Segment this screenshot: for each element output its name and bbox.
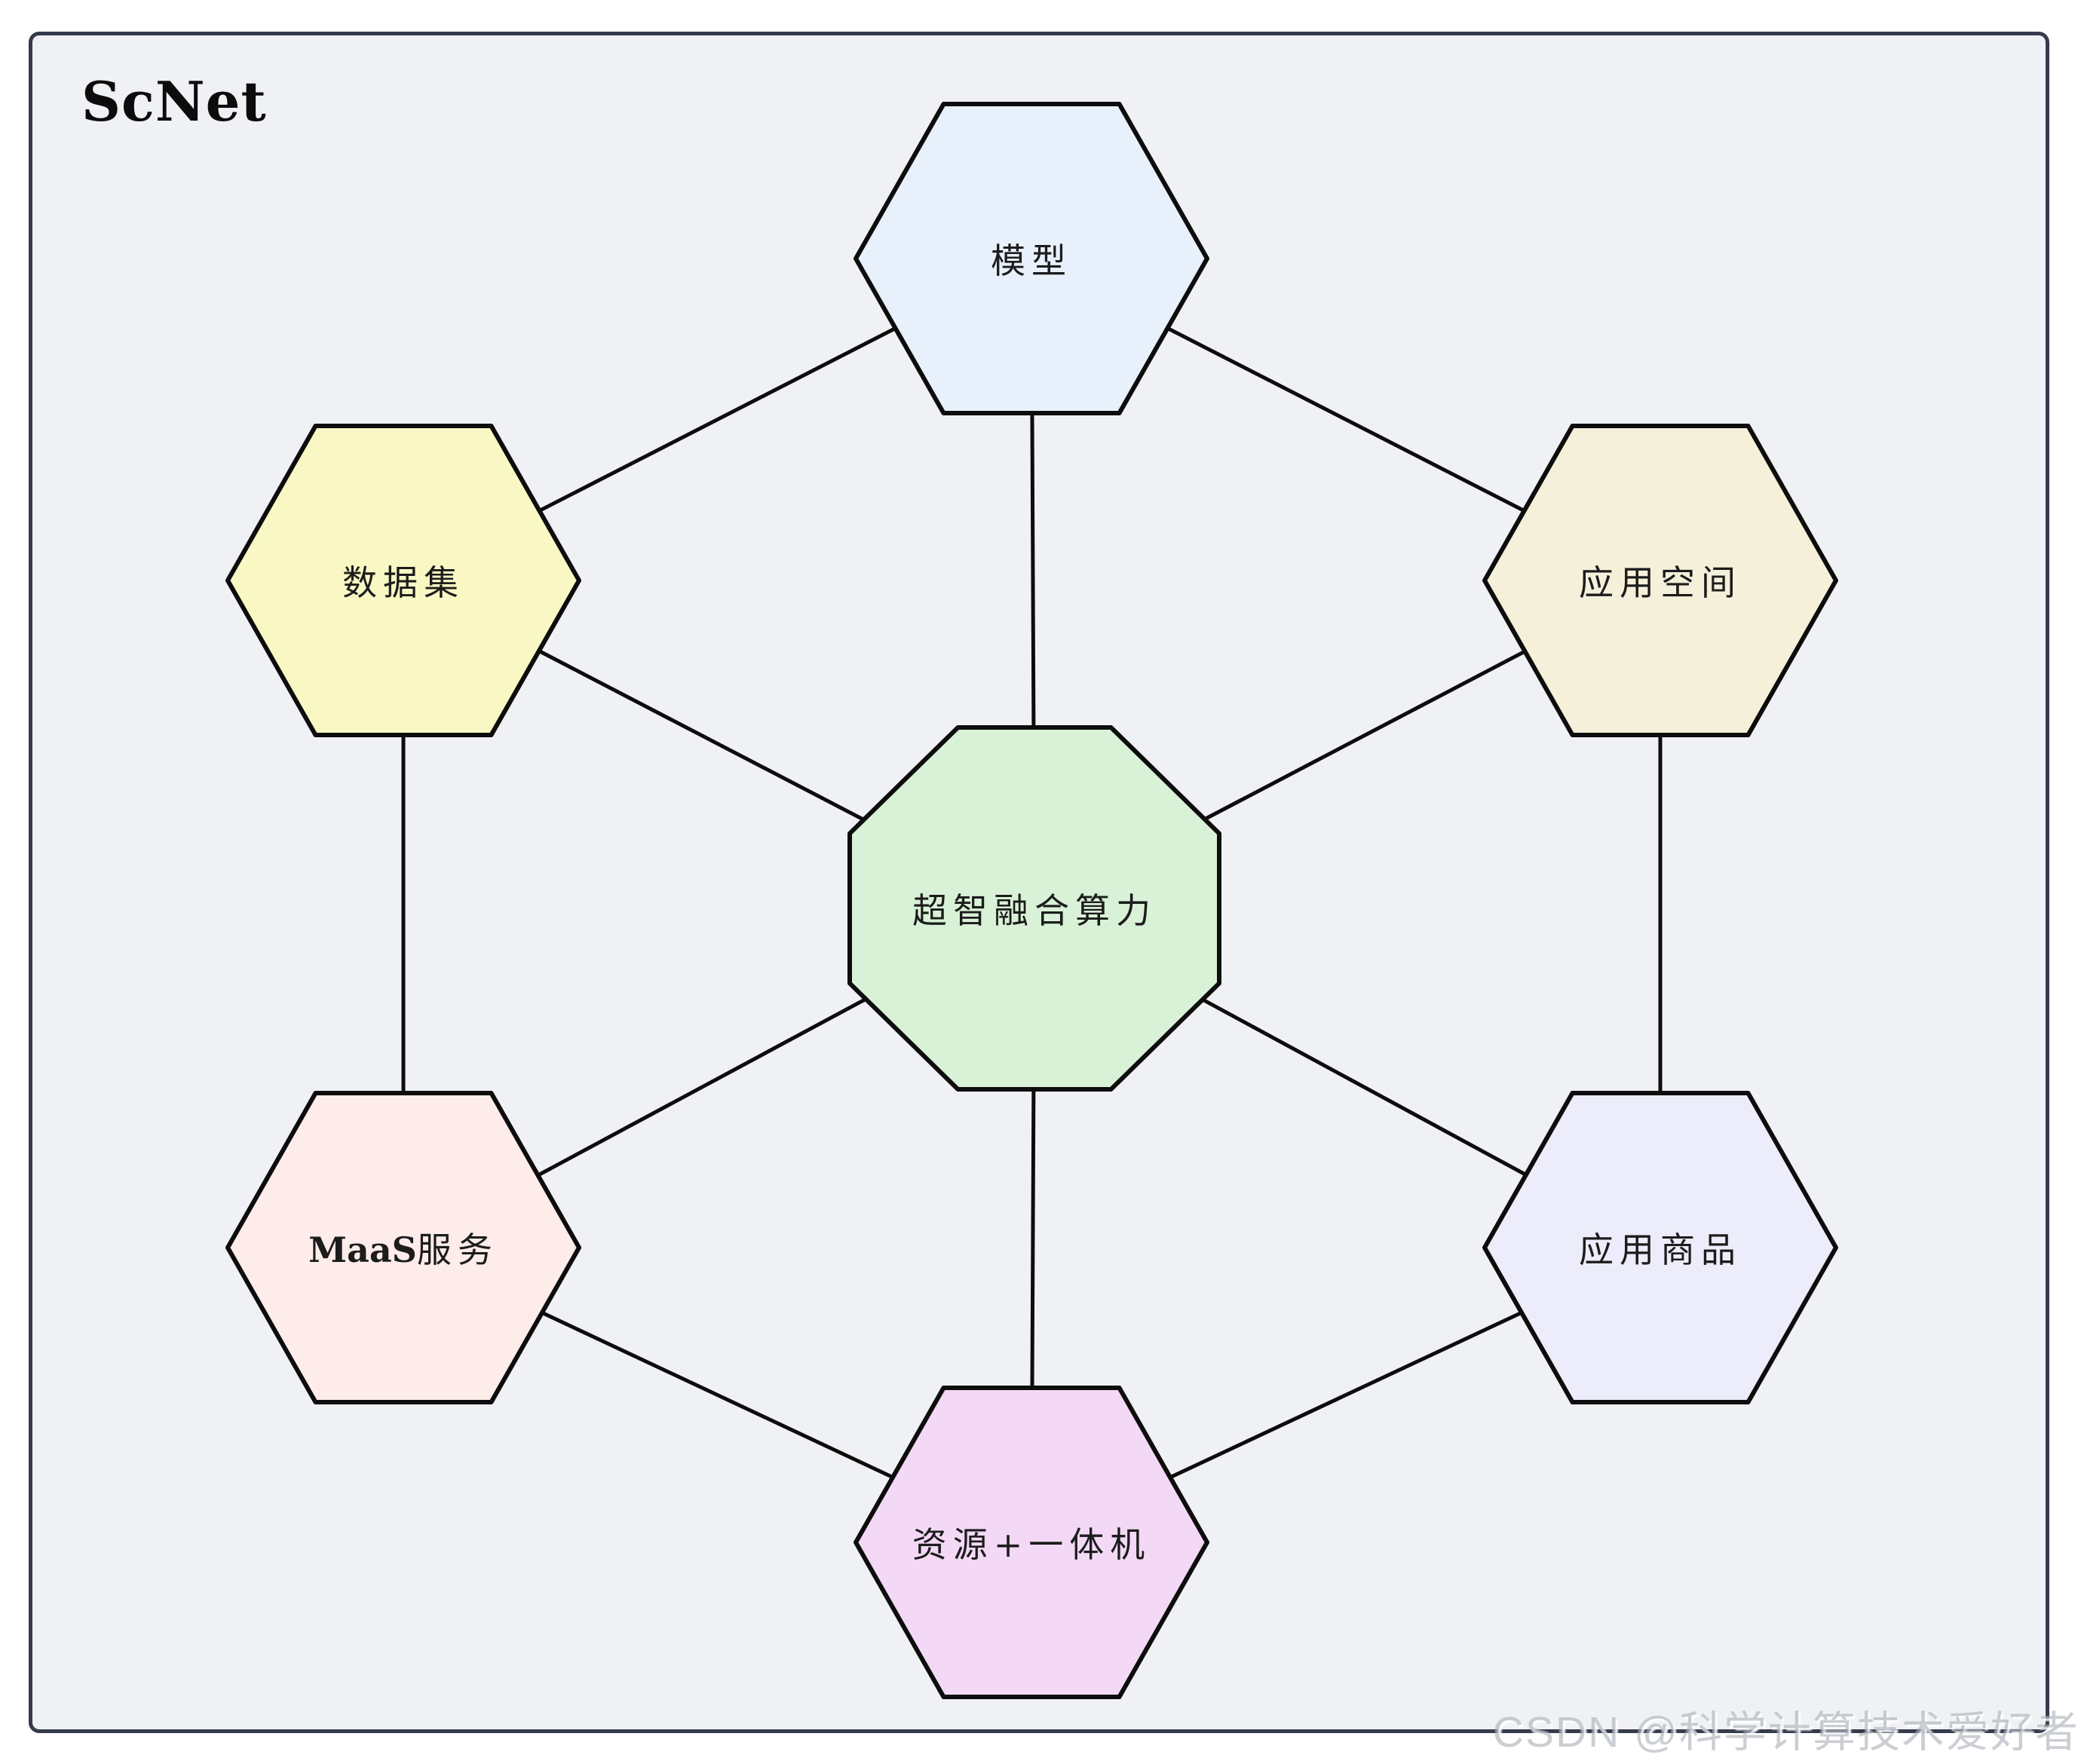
node-group — [225, 102, 1838, 1699]
node-app-goods-shape — [1482, 1091, 1838, 1404]
node-center-label: 超智融合算力 — [912, 890, 1157, 931]
node-app-space-shape — [1482, 424, 1838, 737]
node-maas-label-bold: MaaS — [308, 1230, 417, 1270]
node-center-shape — [847, 725, 1221, 1092]
node-model-shape — [854, 102, 1209, 415]
node-app-space-label: 应用空间 — [1579, 562, 1742, 603]
node-dataset-shape — [225, 424, 581, 737]
node-app-goods-label: 应用商品 — [1579, 1230, 1742, 1270]
node-dataset-label: 数据集 — [342, 562, 464, 603]
node-maas-shape — [225, 1091, 581, 1404]
node-maas-label: MaaS服务 — [308, 1223, 498, 1272]
node-maas-label-rest: 服务 — [416, 1230, 498, 1270]
watermark: CSDN @科学计算技术爱好者 — [1492, 1708, 2079, 1756]
node-resource-shape — [854, 1386, 1209, 1699]
diagram-title: ScNet — [81, 69, 267, 133]
node-model-label: 模型 — [991, 240, 1072, 281]
node-resource-label: 资源+一体机 — [912, 1524, 1151, 1565]
